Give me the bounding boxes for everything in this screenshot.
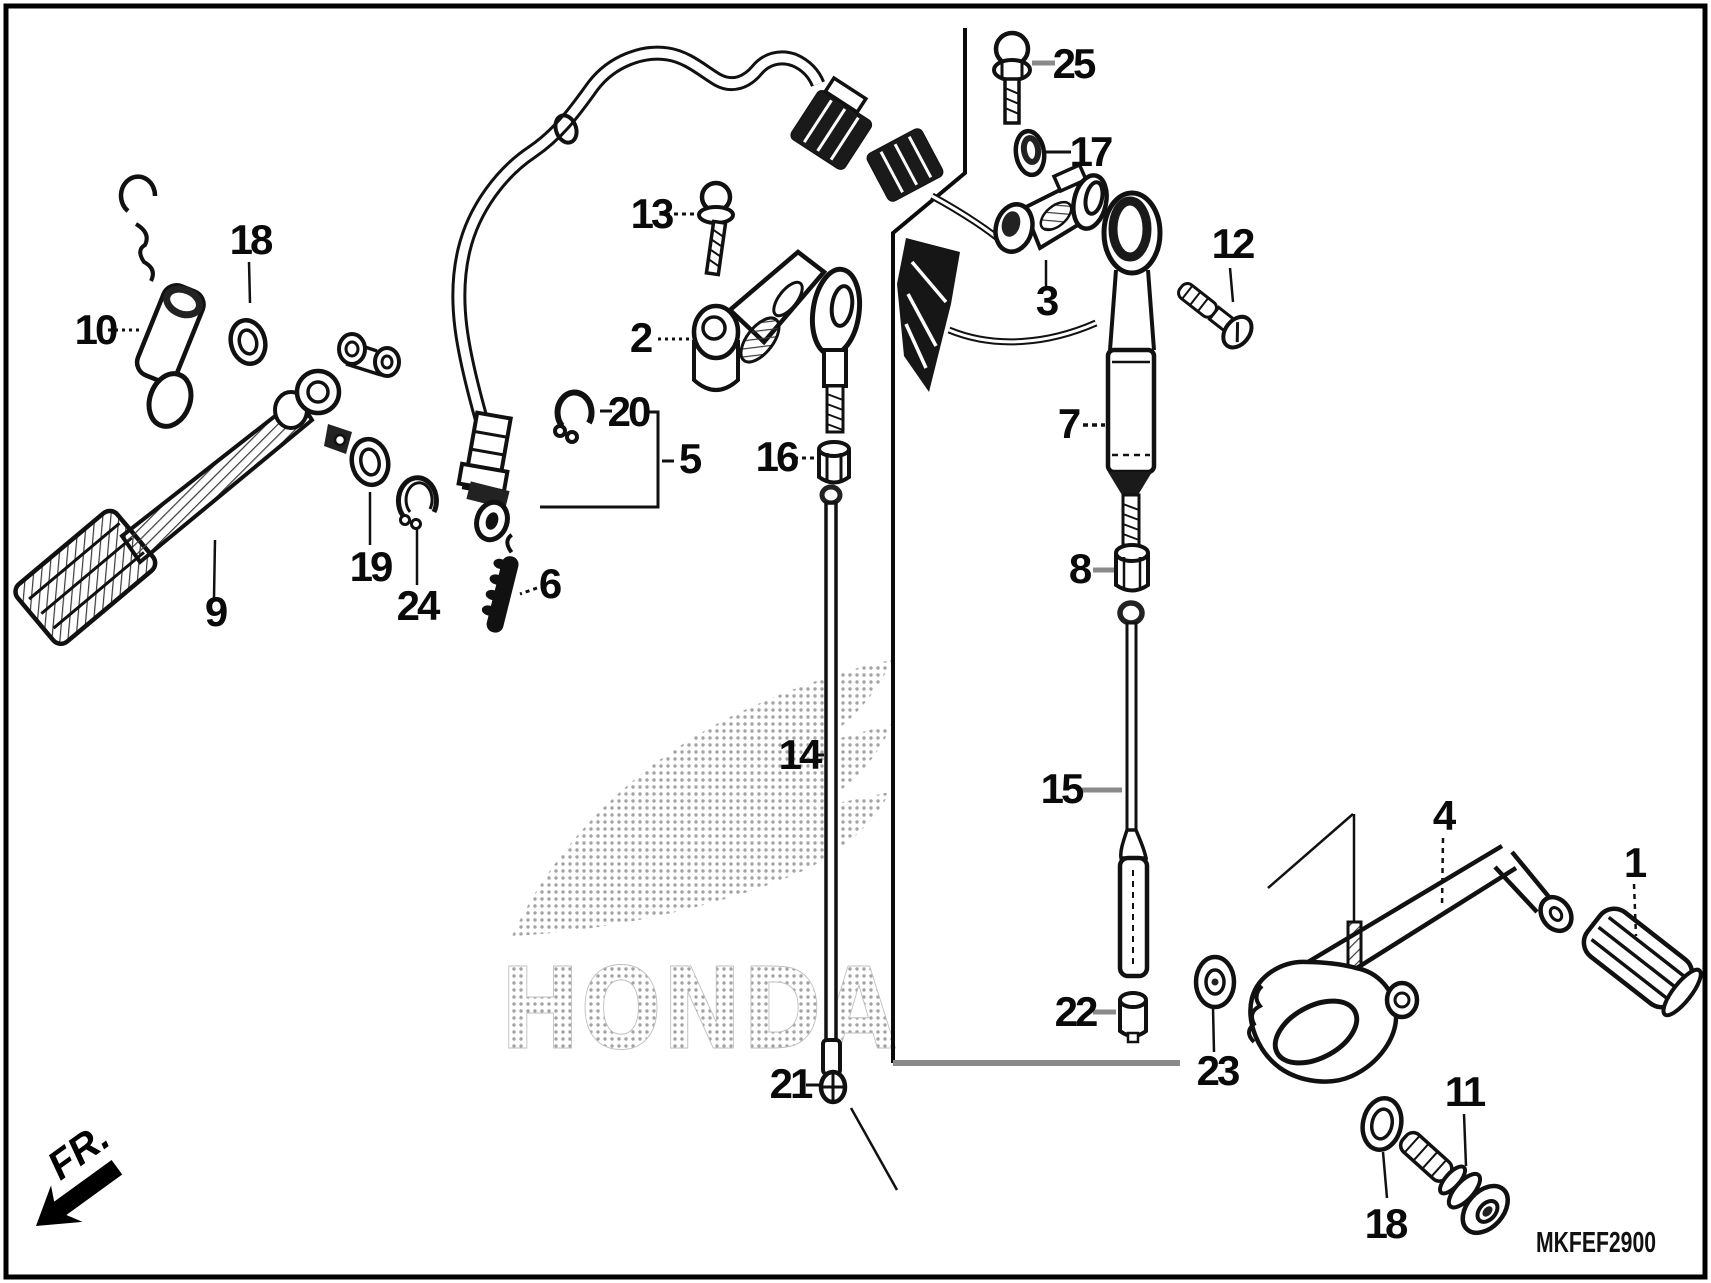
part-18b-drawing xyxy=(1360,1096,1404,1152)
part-18a-drawing xyxy=(228,318,268,366)
part-9-drawing xyxy=(13,332,401,647)
part-label-25: 25 xyxy=(1053,40,1096,87)
part-12-drawing xyxy=(1177,282,1254,350)
part-4-drawing xyxy=(1247,813,1574,1084)
part-20-drawing xyxy=(553,389,595,444)
part-label-9: 9 xyxy=(205,588,227,635)
part-label-23: 23 xyxy=(1197,1047,1239,1094)
part-2-drawing xyxy=(691,249,863,434)
part-label-6: 6 xyxy=(539,560,561,607)
part-label-7: 7 xyxy=(1058,400,1080,447)
part-10-drawing xyxy=(118,174,206,429)
part-13-drawing xyxy=(697,180,735,277)
wing-logo-watermark xyxy=(512,660,892,936)
part-label-2: 2 xyxy=(630,314,652,361)
part-label-16: 16 xyxy=(756,433,798,480)
section-frame-lines xyxy=(891,28,1180,1066)
part-label-22: 22 xyxy=(1055,988,1097,1035)
front-arrow-icon xyxy=(36,1159,123,1226)
page-border xyxy=(3,3,1708,1280)
part-21-drawing xyxy=(818,1069,899,1191)
leader-lines xyxy=(108,60,1638,1199)
part-label-11: 11 xyxy=(1445,1068,1486,1115)
part-14-drawing xyxy=(819,484,843,1076)
part-label-12: 12 xyxy=(1212,220,1254,267)
part-label-24: 24 xyxy=(397,582,441,629)
part-23-drawing xyxy=(1193,954,1237,1010)
part-8-drawing xyxy=(1114,543,1150,593)
part-label-13: 13 xyxy=(631,190,673,237)
part-24-drawing xyxy=(395,475,439,530)
part-7-drawing xyxy=(1101,190,1163,547)
part-3-drawing xyxy=(993,162,1109,254)
part-label-3: 3 xyxy=(1036,277,1058,324)
part-label-5: 5 xyxy=(679,435,702,482)
part-19-drawing xyxy=(349,436,391,488)
part-1-drawing xyxy=(1581,906,1703,1018)
part-label-20: 20 xyxy=(608,388,650,435)
part-label-10: 10 xyxy=(75,306,117,353)
part-label-21: 21 xyxy=(770,1060,813,1107)
part-11-drawing xyxy=(1398,1130,1510,1236)
part-label-17: 17 xyxy=(1070,128,1112,175)
part-label-1: 1 xyxy=(1624,839,1647,886)
part-label-14: 14 xyxy=(779,731,823,778)
diagram-code: MKFEF2900 xyxy=(1536,1227,1656,1259)
part-label-19: 19 xyxy=(350,543,392,590)
part-label-15: 15 xyxy=(1041,765,1084,812)
part-label-8: 8 xyxy=(1069,545,1092,592)
part-label-18-lower: 18 xyxy=(1365,1200,1408,1247)
part-25-drawing xyxy=(992,30,1032,125)
part-16-drawing xyxy=(817,440,851,485)
part-6-drawing xyxy=(481,533,519,633)
part-22-drawing xyxy=(1118,991,1148,1044)
part-17-drawing xyxy=(1013,128,1047,178)
part-label-18-upper: 18 xyxy=(230,216,273,263)
part-15-drawing xyxy=(1117,600,1150,979)
